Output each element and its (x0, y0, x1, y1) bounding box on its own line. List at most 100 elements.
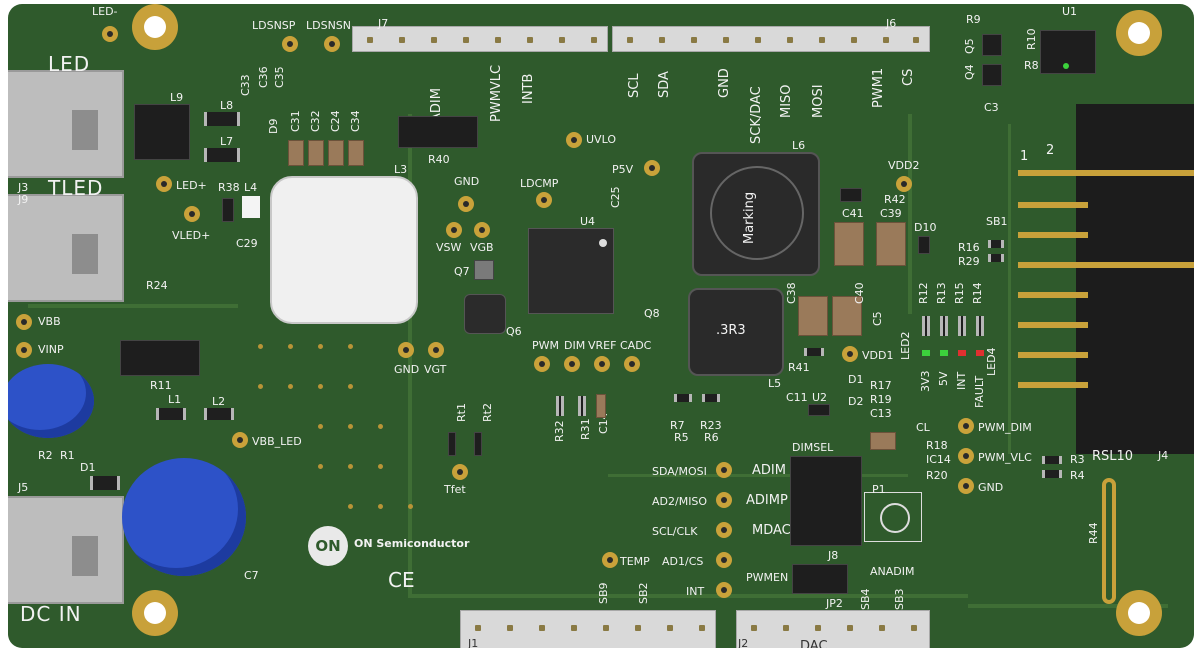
test-point-cadc[interactable] (624, 356, 640, 372)
sb3-label: SB3 (893, 588, 906, 610)
header-pin (1018, 322, 1088, 328)
ce-mark: CE (388, 568, 415, 592)
test-point-vled-plus[interactable] (184, 206, 200, 222)
header-pin (507, 625, 513, 631)
test-point-led-minus[interactable] (102, 26, 118, 42)
header-j1 (460, 610, 716, 648)
inductor-l6 (692, 152, 820, 276)
tp-vsw-label: VSW (436, 241, 462, 254)
test-point-gnd-right[interactable] (958, 478, 974, 494)
ic-u1 (1040, 30, 1096, 74)
test-point-pwm-dim[interactable] (958, 418, 974, 434)
header-pin (431, 37, 437, 43)
capacitor-c24 (328, 140, 344, 166)
sb4-label: SB4 (859, 588, 872, 610)
test-point-vbb[interactable] (16, 314, 32, 330)
tp-gnd-right-label: GND (978, 481, 1004, 494)
test-point-vinp[interactable] (16, 342, 32, 358)
test-point-p5v[interactable] (644, 160, 660, 176)
header-pin (1018, 292, 1088, 298)
tp-int-label: INT (686, 585, 705, 598)
tp-cadc-label: CADC (620, 339, 652, 352)
test-point-dim[interactable] (564, 356, 580, 372)
header-j7 (352, 26, 608, 52)
tp-vdd2-label: VDD2 (888, 159, 920, 172)
tp-vbb-label: VBB (38, 315, 61, 328)
test-point-vsw[interactable] (446, 222, 462, 238)
via (318, 384, 323, 389)
r4-label: R4 (1070, 469, 1085, 482)
transistor-q5 (982, 34, 1002, 56)
j6-pin-label: GND (717, 68, 732, 98)
test-point-uvlo[interactable] (566, 132, 582, 148)
c31-label: C31 (289, 110, 302, 132)
capacitor-c40 (832, 296, 862, 336)
tp-pwm-vlc-label: PWM_VLC (978, 451, 1032, 464)
u1-label: U1 (1062, 5, 1078, 18)
test-point-vgt[interactable] (428, 342, 444, 358)
adim-label: ADIM (752, 463, 786, 478)
tp-gnd-mid-label: GND (394, 363, 420, 376)
diode-d1 (90, 476, 120, 490)
tp-pwm-dim-label: PWM_DIM (978, 421, 1032, 434)
resistor-r12 (922, 316, 930, 336)
test-point-ldcmp[interactable] (536, 192, 552, 208)
j8-label: J8 (828, 549, 839, 562)
ic-u4 (528, 228, 614, 314)
tp-tfet-label: Tfet (444, 483, 466, 496)
test-point-gnd-mid[interactable] (398, 342, 414, 358)
electrolytic-capacitor-c7 (122, 458, 246, 576)
via (348, 384, 353, 389)
header-pin (723, 37, 729, 43)
test-point-scl-clk[interactable] (716, 522, 732, 538)
test-point-temp[interactable] (602, 552, 618, 568)
test-point-ad1-cs[interactable] (716, 552, 732, 568)
capacitor-c14 (596, 394, 606, 418)
test-point-gnd-top[interactable] (458, 196, 474, 212)
test-point-pwm[interactable] (534, 356, 550, 372)
inductor-l5 (688, 288, 784, 376)
resistor-r38 (222, 198, 234, 222)
via (288, 384, 293, 389)
test-point-ad2-miso[interactable] (716, 492, 732, 508)
d9-label: D9 (267, 118, 280, 134)
test-point-int[interactable] (716, 582, 732, 598)
test-point-ldsnsp[interactable] (282, 36, 298, 52)
jumper-block-dimsel (790, 456, 862, 546)
dac-label: DAC (800, 639, 828, 648)
test-point-pwm-vlc[interactable] (958, 448, 974, 464)
thermistor-rt1 (448, 432, 456, 456)
header-pin (691, 37, 697, 43)
r38-label: R38 (218, 181, 240, 194)
d10-label: D10 (914, 221, 937, 234)
test-point-sda-mosi[interactable] (716, 462, 732, 478)
j7-pin-label: INTB (521, 73, 536, 104)
header-pin (475, 625, 481, 631)
resistor-r15 (958, 316, 966, 336)
l9-label: L9 (170, 91, 184, 104)
test-point-ldsnsn[interactable] (324, 36, 340, 52)
test-point-vgb[interactable] (474, 222, 490, 238)
j1-label: J1 (468, 637, 479, 648)
test-point-vdd1[interactable] (842, 346, 858, 362)
sb9-label: SB9 (597, 582, 610, 604)
test-point-led-plus[interactable] (156, 176, 172, 192)
test-point-vbb-led[interactable] (232, 432, 248, 448)
resistor-r23 (702, 394, 720, 402)
r9-label: R9 (966, 13, 981, 26)
mounting-hole (132, 4, 178, 50)
trace (28, 304, 238, 308)
test-point-vdd2[interactable] (896, 176, 912, 192)
resistor-r11 (120, 340, 200, 376)
trace (608, 474, 908, 477)
j6-label: J6 (886, 17, 897, 30)
r19-label: R19 (870, 393, 892, 406)
resistor-r31 (578, 396, 586, 416)
j2-label: J2 (738, 637, 749, 648)
on-semiconductor-logo: ON (308, 526, 348, 566)
potentiometer-p1[interactable] (864, 492, 922, 542)
test-point-tfet[interactable] (452, 464, 468, 480)
test-point-vref[interactable] (594, 356, 610, 372)
header-j2 (736, 610, 930, 648)
j3-label: J3 (18, 181, 29, 194)
